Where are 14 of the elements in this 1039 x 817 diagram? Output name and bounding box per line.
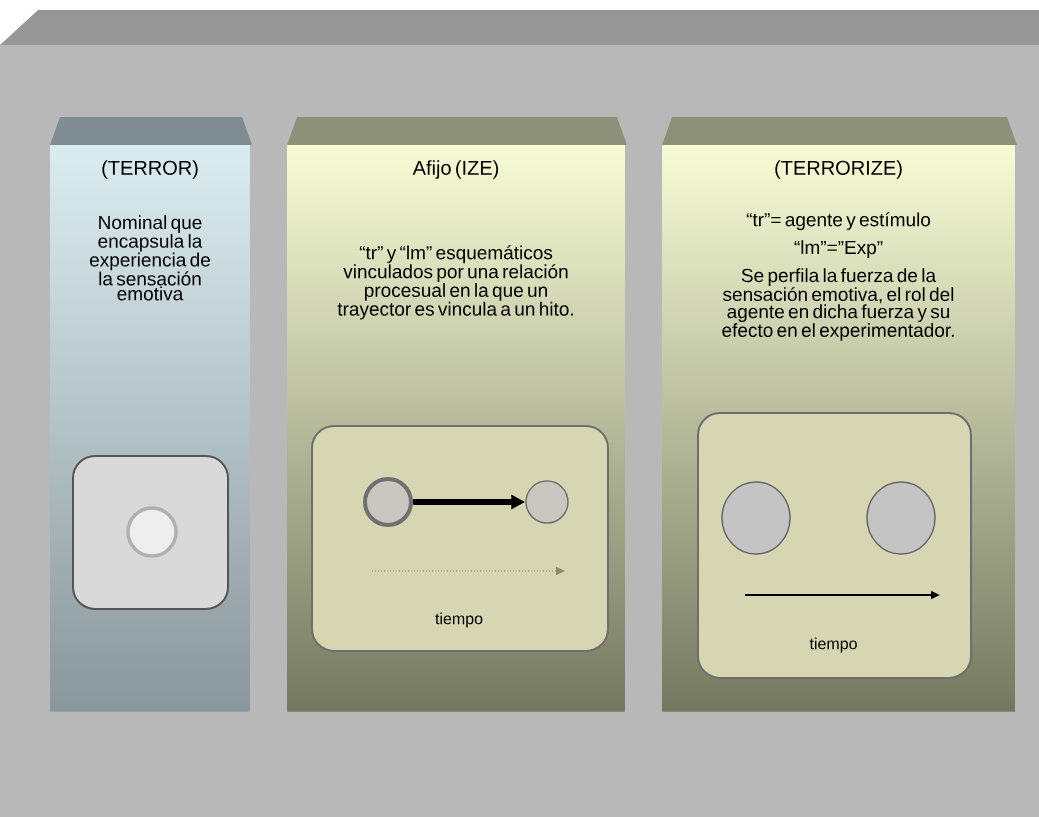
panel-heading: (TERROR) xyxy=(102,160,198,179)
panel-text: Se perfila la fuerza de la sensación emotiva, el rol del agente en dicha fuerza y su efecto en el experimentador. xyxy=(722,268,954,341)
inner-box: tiempo xyxy=(311,425,609,652)
inner-box xyxy=(72,455,229,610)
panel-text: “tr” y “lm” esquemáticos vinculados por una relación procesual en la que un trayector es vincula a un hito. xyxy=(337,245,573,320)
panel-heading: (TERRORIZE) xyxy=(775,160,902,179)
circle xyxy=(866,481,936,555)
circle xyxy=(525,480,569,524)
panel-text: Nominal que encapsula la experiencia de la sensación emotiva xyxy=(90,215,210,301)
circle xyxy=(721,481,791,555)
circle xyxy=(126,506,178,558)
panel-text: “tr”= agente y estímulo xyxy=(746,212,931,231)
panel-heading: Afijo (IZE) xyxy=(412,160,499,179)
panel-text: “lm”=”Exp” xyxy=(794,240,883,258)
